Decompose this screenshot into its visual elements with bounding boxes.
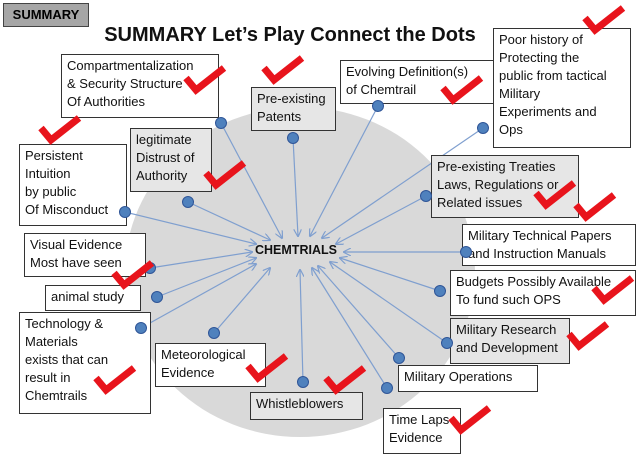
connector-arrow — [336, 195, 427, 244]
connector-arrow — [220, 122, 282, 238]
node-box: Visual Evidence Most have seen — [24, 233, 146, 277]
node-box: Poor history of Protecting the public fr… — [493, 28, 631, 148]
node-box: Military Technical Papers and Instructio… — [462, 224, 636, 266]
node-box: Pre-existing Patents — [251, 87, 336, 131]
node-box: Budgets Possibly Available To fund such … — [450, 270, 636, 316]
connector-arrow — [300, 270, 303, 383]
connector-arrow — [310, 105, 379, 236]
connector-arrow — [124, 211, 256, 244]
page-title: SUMMARY Let’s Play Connect the Dots — [104, 24, 476, 46]
connector-arrow — [187, 201, 270, 240]
node-box: Persistent Intuition by public Of Miscon… — [19, 144, 127, 226]
node-box: Time Laps Evidence — [383, 408, 461, 454]
node-box: animal study — [45, 285, 141, 311]
connector-arrow — [330, 262, 448, 344]
node-box: legitimate Distrust of Authority — [130, 128, 212, 192]
node-box: Military Research and Development — [450, 318, 570, 364]
connector-arrow — [292, 137, 298, 236]
summary-tag: SUMMARY — [3, 3, 89, 27]
node-box: Pre-existing Treaties Laws, Regulations … — [431, 155, 579, 218]
connector-arrow — [340, 258, 441, 292]
node-box: Compartmentalization & Security Structur… — [61, 54, 219, 118]
connector-arrow — [322, 127, 484, 238]
node-box: Evolving Definition(s) of Chemtrail — [340, 60, 503, 104]
center-node-chemtrials: CHEMTRIALS — [255, 243, 337, 257]
connector-arrow — [149, 252, 252, 269]
node-box: Military Operations — [398, 365, 538, 392]
connector-arrow — [312, 268, 388, 389]
node-box: Meteorological Evidence — [155, 343, 266, 387]
connector-arrow — [156, 258, 256, 298]
node-box: Whistleblowers — [250, 392, 363, 420]
connector-arrow — [213, 268, 270, 334]
connector-arrow — [140, 264, 256, 329]
node-box: Technology & Materials exists that can r… — [19, 312, 151, 414]
connector-arrow — [318, 266, 400, 359]
